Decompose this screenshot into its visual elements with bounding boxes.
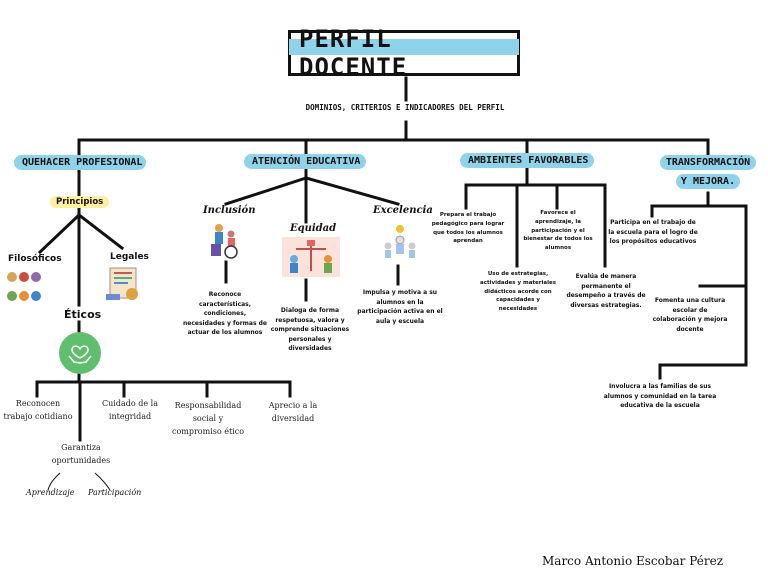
eticos-heart-hands-icon — [59, 332, 101, 374]
branch-ambientes-favorables: AMBIENTES FAVORABLES — [460, 153, 594, 168]
ambientes-text-2: Favorece el aprendizaje, la participació… — [523, 210, 593, 252]
legales-illustration — [104, 264, 144, 304]
branch-quehacer-profesional: QUEHACER PROFESIONAL — [14, 155, 146, 170]
excelencia-text: Impulsa y motiva a su alumnos en la part… — [357, 289, 443, 325]
equidad-text: Dialoga de forma respetuosa, valora y co… — [270, 307, 350, 353]
equidad-illustration — [282, 237, 340, 277]
item-cuidado: Cuidado de la integridad — [102, 399, 158, 421]
branch-transformacion-line1: TRANSFORMACIÓN — [660, 155, 756, 170]
equidad-label: Equidad — [290, 223, 337, 234]
item-participacion: Participación — [88, 488, 142, 497]
item-aprendizaje: Aprendizaje — [26, 488, 75, 497]
inclusion-illustration — [205, 220, 245, 260]
branch-atencion-educativa: ATENCIÓN EDUCATIVA — [244, 154, 366, 169]
filosoficos-icons — [6, 268, 54, 306]
branch-transformacion-line2: Y MEJORA. — [676, 174, 740, 189]
excelencia-label: Excelencia — [373, 205, 433, 216]
title-highlight — [289, 39, 519, 55]
transformacion-text-3: Involucra a las familias de sus alumnos … — [603, 383, 717, 410]
ambientes-text-3: Uso de estrategias, actividades y materi… — [480, 271, 556, 313]
inclusion-text: Reconoce características, condiciones, n… — [183, 291, 267, 337]
item-garantiza: Garantiza oportunidades — [51, 443, 111, 465]
author-name: Marco Antonio Escobar Pérez — [542, 554, 724, 568]
transformacion-text-1: Participa en el trabajo de la escuela pa… — [608, 219, 698, 246]
excelencia-illustration — [380, 222, 420, 262]
inclusion-label: Inclusión — [203, 205, 256, 216]
eticos-label: Éticos — [64, 308, 102, 321]
item-aprecio: Aprecio a la diversidad — [268, 401, 318, 423]
title-box: PERFIL DOCENTE — [288, 25, 520, 81]
subtitle: DOMINIOS, CRITERIOS E INDICADORES DEL PE… — [305, 103, 505, 112]
item-responsabilidad: Responsabilidad social y compromiso étic… — [171, 401, 245, 436]
ambientes-text-1: Prepara el trabajo pedagógico para logra… — [431, 212, 505, 245]
page-title: PERFIL DOCENTE — [299, 25, 408, 81]
principios-label: Principios — [50, 196, 110, 208]
ambientes-text-4: Evalúa de manera permanente el desempeño… — [566, 273, 646, 309]
transformacion-text-2: Fomenta una cultura escolar de colaborac… — [652, 297, 728, 333]
filosoficos-label: Filosóficos — [8, 254, 62, 264]
legales-label: Legales — [110, 252, 149, 262]
branch-transformacion: TRANSFORMACIÓN Y MEJORA. — [660, 155, 756, 189]
item-reconocen: Reconocen trabajo cotidiano — [3, 399, 73, 421]
